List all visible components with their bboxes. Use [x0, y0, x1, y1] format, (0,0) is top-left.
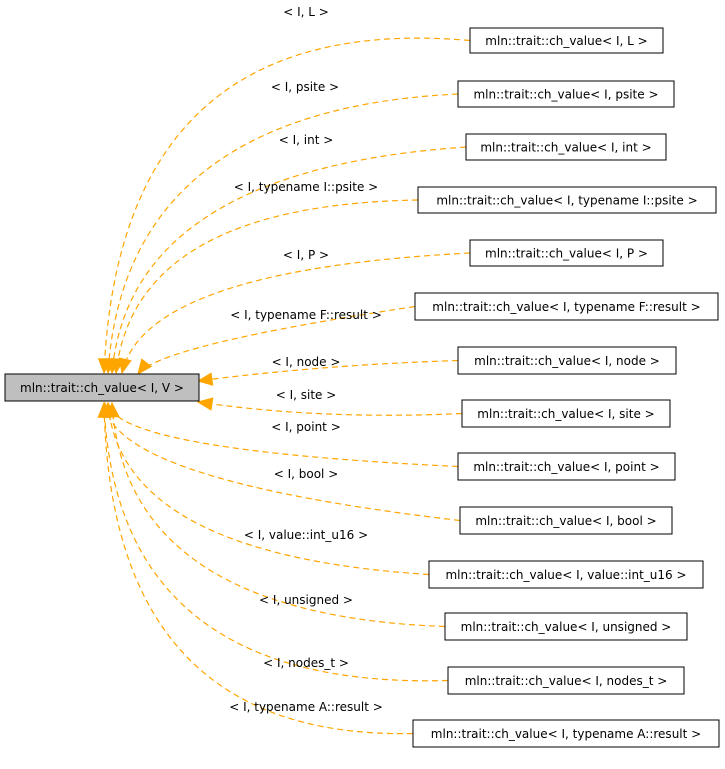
edge-line — [103, 37, 471, 374]
root-node-label: mln::trait::ch_value< I, V > — [20, 381, 184, 395]
edge-label: < I, bool > — [274, 467, 339, 481]
edge-label: < I, typename I::psite > — [234, 180, 378, 194]
edge-arrowhead — [118, 357, 132, 375]
edge-label: < I, int > — [279, 133, 334, 147]
child-node[interactable]: mln::trait::ch_value< I, typename F::res… — [414, 292, 719, 321]
edge-line — [197, 401, 463, 416]
edge-label: < I, value::int_u16 > — [244, 528, 368, 542]
child-node[interactable]: mln::trait::ch_value< I, P > — [469, 239, 664, 267]
child-node-box — [461, 399, 671, 428]
child-node[interactable]: mln::trait::ch_value< I, psite > — [457, 80, 675, 108]
child-node-label: mln::trait::ch_value< I, int > — [480, 141, 651, 155]
child-node-box — [414, 292, 719, 321]
nodes: mln::trait::ch_value< I, V > mln::trait:… — [4, 27, 720, 748]
child-node[interactable]: mln::trait::ch_value< I, typename I::psi… — [417, 186, 717, 214]
edge-line — [107, 93, 459, 374]
edge-line — [107, 402, 430, 576]
edge-arrowhead — [196, 372, 214, 386]
child-node-box — [457, 346, 677, 375]
child-node[interactable]: mln::trait::ch_value< I, L > — [469, 27, 664, 54]
edges: < I, L > < I, psite > < I, int > < I, typen… — [97, 5, 471, 735]
child-node-label: mln::trait::ch_value< I, psite > — [473, 88, 658, 102]
child-node[interactable]: mln::trait::ch_value< I, int > — [465, 133, 667, 161]
child-node-box — [457, 452, 676, 481]
child-node-box — [444, 612, 688, 641]
edge-label: < I, unsigned > — [259, 593, 353, 607]
child-node-label: mln::trait::ch_value< I, nodes_t > — [465, 674, 668, 688]
edge-line — [115, 199, 419, 374]
child-node-label: mln::trait::ch_value< I, P > — [485, 247, 648, 261]
edge-label: < I, P > — [283, 248, 329, 262]
child-node-label: mln::trait::ch_value< I, typename F::res… — [432, 300, 700, 314]
child-node-label: mln::trait::ch_value< I, L > — [485, 34, 647, 48]
edge-label: < I, node > — [272, 355, 341, 369]
child-node-box — [447, 666, 685, 695]
edge-label: < I, typename A::result > — [229, 700, 383, 714]
edge-label: < I, L > — [283, 5, 329, 19]
root-node[interactable]: mln::trait::ch_value< I, V > — [4, 373, 200, 402]
child-node-label: mln::trait::ch_value< I, typename A::res… — [431, 727, 701, 741]
child-node[interactable]: mln::trait::ch_value< I, point > — [457, 452, 676, 481]
edge-label: < I, psite > — [271, 80, 339, 94]
child-node[interactable]: mln::trait::ch_value< I, unsigned > — [444, 612, 688, 641]
child-node-label: mln::trait::ch_value< I, typename I::psi… — [436, 194, 697, 208]
child-node-box — [465, 133, 667, 161]
edge-line — [197, 359, 459, 382]
child-node[interactable]: mln::trait::ch_value< I, node > — [457, 346, 677, 375]
child-node-label: mln::trait::ch_value< I, point > — [473, 460, 659, 474]
edge-line — [111, 402, 446, 628]
edge-label: < I, nodes_t > — [263, 656, 349, 670]
edge-arrowhead — [196, 397, 214, 411]
child-node[interactable]: mln::trait::ch_value< I, bool > — [459, 506, 673, 535]
edge-label: < I, typename F::result > — [230, 308, 382, 322]
edge-line — [103, 402, 414, 735]
edge-label: < I, site > — [276, 388, 337, 402]
child-node-box — [412, 719, 720, 748]
child-node-label: mln::trait::ch_value< I, bool > — [475, 514, 656, 528]
child-node-box — [469, 27, 664, 54]
child-node-label: mln::trait::ch_value< I, unsigned > — [461, 620, 672, 634]
child-node-box — [428, 560, 704, 589]
edge-line — [121, 252, 471, 374]
edge-line — [103, 402, 449, 682]
edge-arrowhead — [106, 401, 120, 418]
edge-line — [107, 402, 459, 468]
edge-arrowhead — [97, 401, 112, 418]
child-node[interactable]: mln::trait::ch_value< I, nodes_t > — [447, 666, 685, 695]
child-node-label: mln::trait::ch_value< I, value::int_u16 … — [445, 568, 686, 582]
child-node-box — [469, 239, 664, 267]
edge-arrowhead — [137, 358, 153, 376]
child-node-box — [459, 506, 673, 535]
child-node-box — [417, 186, 717, 214]
child-node-label: mln::trait::ch_value< I, site > — [477, 407, 654, 421]
child-node[interactable]: mln::trait::ch_value< I, value::int_u16 … — [428, 560, 704, 589]
edge-label: < I, point > — [271, 420, 341, 434]
child-node-box — [457, 80, 675, 108]
child-node[interactable]: mln::trait::ch_value< I, site > — [461, 399, 671, 428]
child-node-label: mln::trait::ch_value< I, node > — [474, 354, 660, 368]
child-node[interactable]: mln::trait::ch_value< I, typename A::res… — [412, 719, 720, 748]
